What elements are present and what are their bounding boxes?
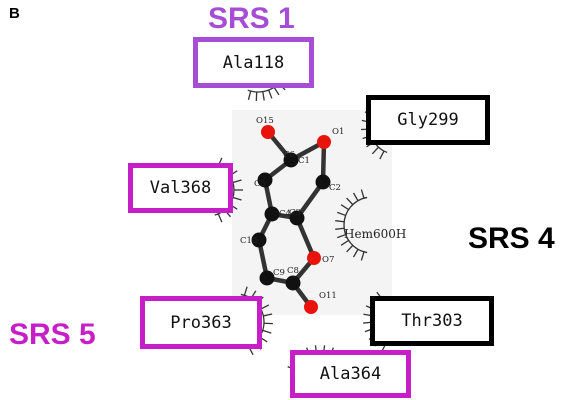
residue-pro363-label: Pro363 [170, 312, 232, 333]
atom-label-c3: C3 [289, 208, 301, 218]
residue-thr303: Thr303 [370, 296, 494, 346]
arc-gly299-spike [371, 146, 379, 155]
arc-pro363-spike [260, 304, 270, 310]
residue-val368-label: Val368 [149, 178, 212, 198]
atom-o11 [304, 300, 318, 314]
atom-label-c6: C6 [283, 150, 295, 160]
arc-ala118-spike [262, 91, 265, 101]
heme-label: Hem600H [344, 227, 406, 241]
arc-heme [335, 189, 368, 261]
atom-label-c10: C10 [240, 236, 257, 246]
residue-gly299-label: Gly299 [397, 110, 459, 130]
srs5-label: SRS 5 [9, 318, 96, 351]
arc-heme-spike [337, 233, 346, 239]
arc-heme-spike [346, 244, 354, 253]
srs1-label: SRS 1 [208, 2, 295, 35]
arc-heme-spike [337, 211, 346, 217]
atom-label-c5: C5 [254, 179, 266, 189]
arc-heme-spike [360, 251, 365, 261]
atom-c9 [259, 270, 275, 286]
residue-thr303-label: Thr303 [401, 311, 463, 331]
atom-c4 [264, 206, 280, 222]
residue-ala118-label: Ala118 [222, 52, 285, 73]
atom-labels: O15 O1 C6 C1 C5 C2 C4 C3 C10 O7 C9 C8 O1… [240, 116, 344, 301]
residue-gly299: Gly299 [366, 95, 490, 145]
atom-c10 [251, 232, 267, 248]
atom-label-o1: O1 [332, 127, 344, 137]
atom-label-c8: C8 [287, 266, 299, 276]
arc-val368-spike [217, 213, 223, 223]
atom-o1 [317, 135, 331, 149]
residue-pro363: Pro363 [140, 296, 262, 349]
atom-label-c1: C1 [298, 156, 310, 166]
atom-c6 [283, 152, 299, 168]
arc-heme-spike [360, 189, 365, 199]
srs4-label: SRS 4 [468, 222, 555, 255]
arc-heme-spike [352, 248, 359, 258]
arc-pro363-spike [262, 329, 272, 334]
atom-label-c2: C2 [329, 183, 341, 193]
atom-o7 [307, 251, 321, 265]
arc-ala118-spike [247, 90, 252, 100]
residue-ala364: Ala364 [290, 350, 411, 398]
ligand-atoms [251, 125, 331, 314]
arc-ala118-spike [273, 86, 280, 96]
atom-c5 [257, 172, 273, 188]
arc-gly299-spike [379, 150, 385, 160]
arc-heme-curve [343, 196, 368, 254]
atom-c3 [289, 210, 305, 226]
plot-background [232, 110, 392, 315]
atom-label-o11: O11 [319, 291, 337, 301]
residue-ala118: Ala118 [193, 37, 314, 88]
arc-heme-spike [335, 220, 345, 223]
atom-label-c4: C4 [279, 209, 291, 219]
arc-heme-spike [340, 204, 349, 211]
atom-o15 [261, 125, 275, 139]
residue-val368: Val368 [128, 163, 233, 213]
atom-label-o7: O7 [322, 255, 334, 265]
arc-val368-spike [232, 196, 242, 201]
arc-heme-spike [346, 197, 354, 206]
arc-ala118-spike [268, 89, 273, 99]
arc-heme-spike [352, 192, 359, 202]
atom-c2 [315, 174, 331, 190]
atom-c8 [285, 275, 301, 291]
atom-label-o15: O15 [256, 116, 274, 126]
arc-pro363-spike [263, 313, 273, 317]
arc-heme-spike [340, 239, 349, 246]
atom-label-c9: C9 [273, 268, 285, 278]
arc-val368-spike [232, 179, 242, 184]
arc-heme-spike [335, 227, 345, 230]
arc-pro363-spike [243, 286, 248, 296]
residue-ala364-label: Ala364 [319, 364, 382, 384]
panel-label: B [9, 5, 20, 22]
